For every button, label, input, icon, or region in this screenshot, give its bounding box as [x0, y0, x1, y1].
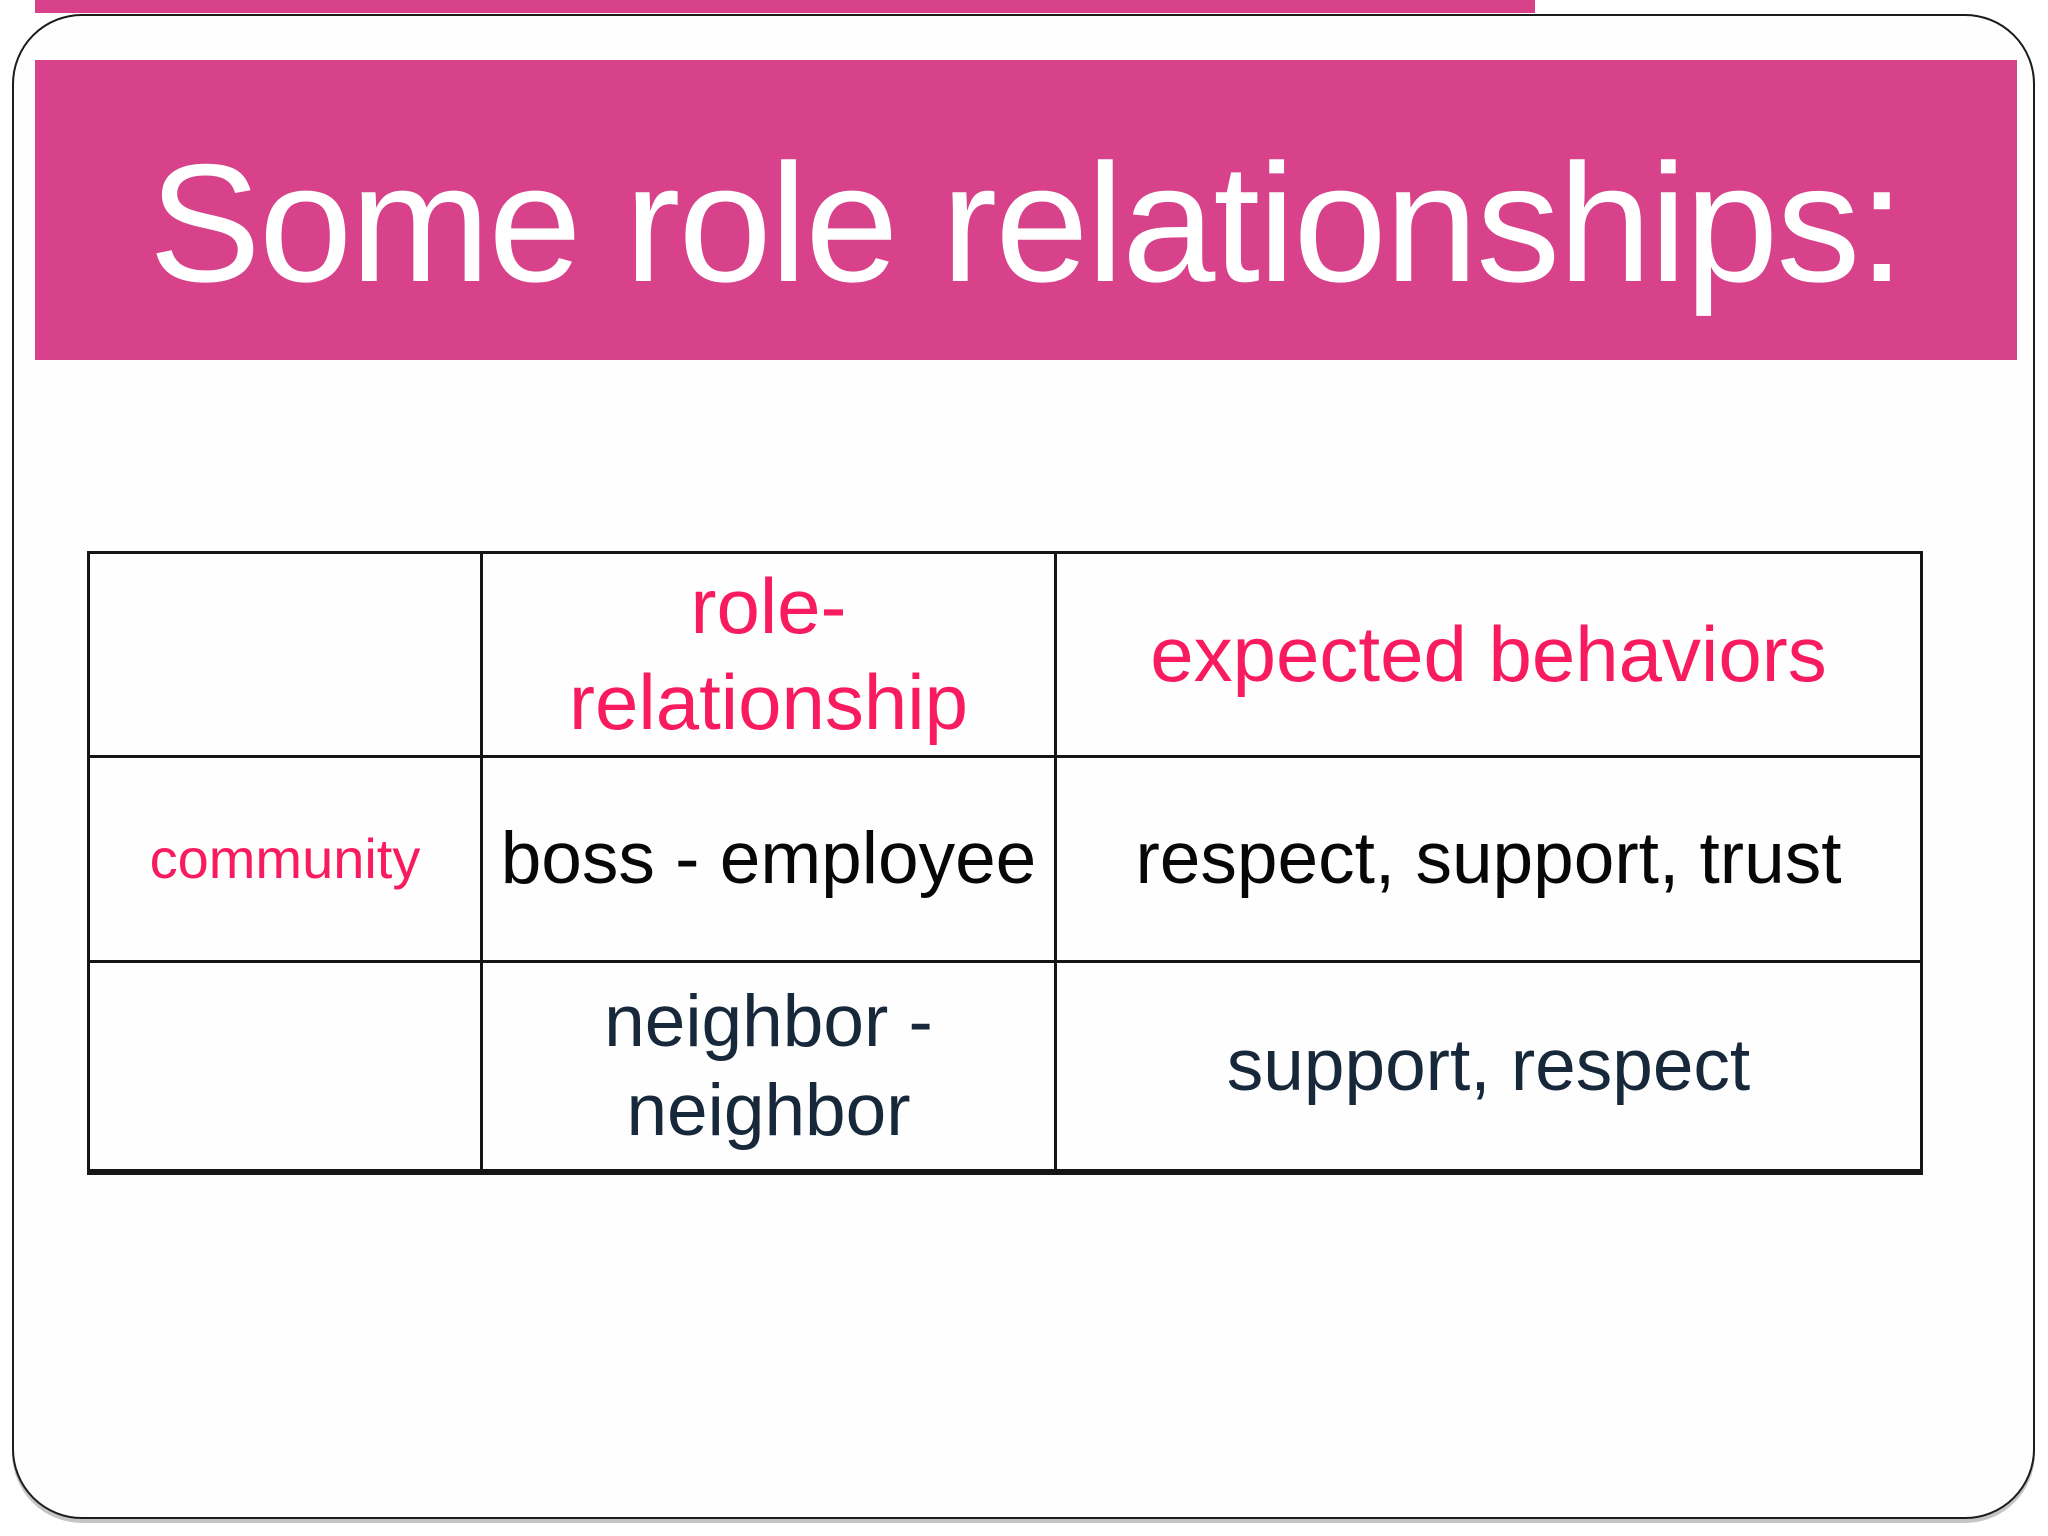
table-cell-respect-support-trust: respect, support, trust: [1057, 758, 1920, 963]
table-cell-neighbor-neighbor: neighbor - neighbor: [483, 963, 1057, 1169]
table-cell-community: community: [90, 758, 483, 963]
table-cell-header-expected-behaviors: expected behaviors: [1057, 554, 1920, 758]
title-banner: Some role relationships:: [35, 60, 2017, 360]
table-cell-blank: [90, 963, 483, 1169]
top-slide-edge: [35, 0, 1535, 13]
table-cell-header-blank: [90, 554, 483, 758]
role-relationship-table: role-relationship expected behaviors com…: [87, 551, 1923, 1175]
table-cell-header-role-relationship: role-relationship: [483, 554, 1057, 758]
table-cell-support-respect: support, respect: [1226, 1025, 1751, 1107]
slide-title: Some role relationships:: [148, 129, 1905, 317]
table-cell-boss-employee: boss - employee: [483, 758, 1057, 963]
